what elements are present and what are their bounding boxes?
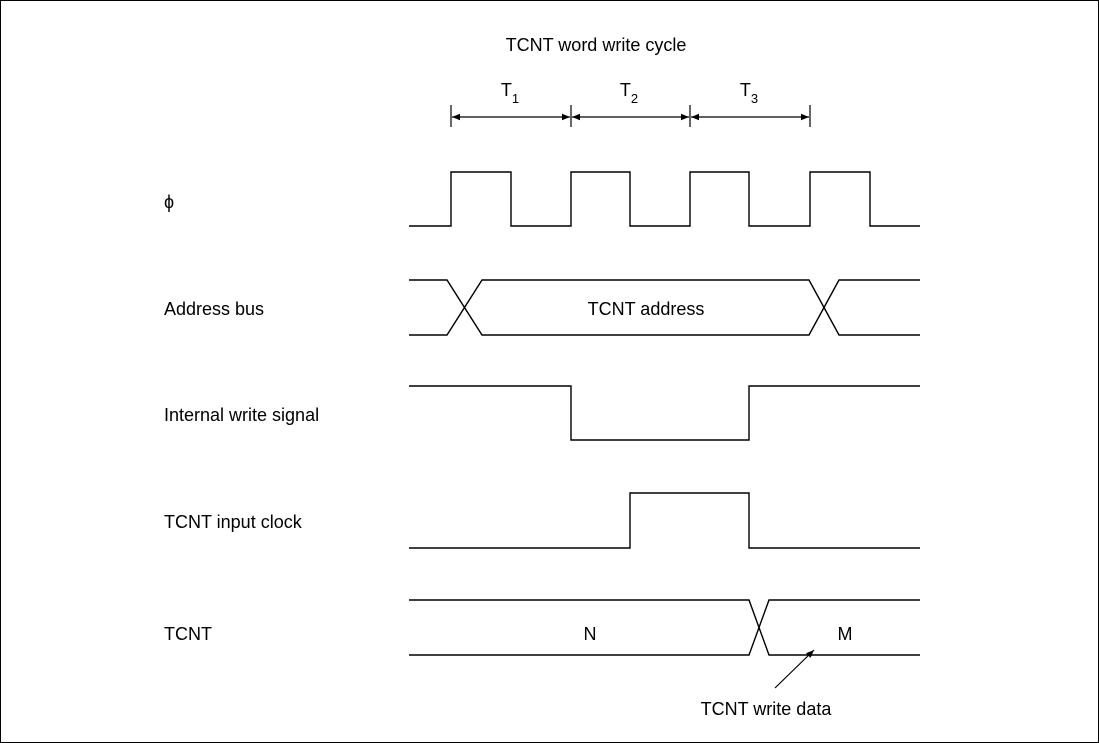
period-label-t3: T3: [740, 80, 758, 106]
address-bus-value: TCNT address: [588, 299, 705, 319]
address-bus-waveform: [409, 279, 920, 336]
signal-label-phi: ϕ: [164, 192, 174, 212]
internal-write-waveform: [409, 385, 920, 441]
period-label-t1: T1: [501, 80, 519, 106]
tcnt-value-before: N: [584, 624, 597, 644]
diagram-title: TCNT word write cycle: [506, 35, 687, 55]
phi-waveform: [409, 171, 920, 227]
signal-label-internal-write: Internal write signal: [164, 405, 319, 425]
period-markers: T1 T2 T3: [450, 80, 811, 127]
annotation-label: TCNT write data: [701, 699, 833, 719]
period-label-t2: T2: [620, 80, 638, 106]
signal-label-tcnt: TCNT: [164, 624, 212, 644]
signal-label-address-bus: Address bus: [164, 299, 264, 319]
signal-label-tcnt-input-clock: TCNT input clock: [164, 512, 303, 532]
tcnt-value-after: M: [838, 624, 853, 644]
annotation-arrow: [774, 649, 815, 689]
tcnt-waveform: [409, 599, 920, 656]
tcnt-input-clock-waveform: [409, 492, 920, 549]
